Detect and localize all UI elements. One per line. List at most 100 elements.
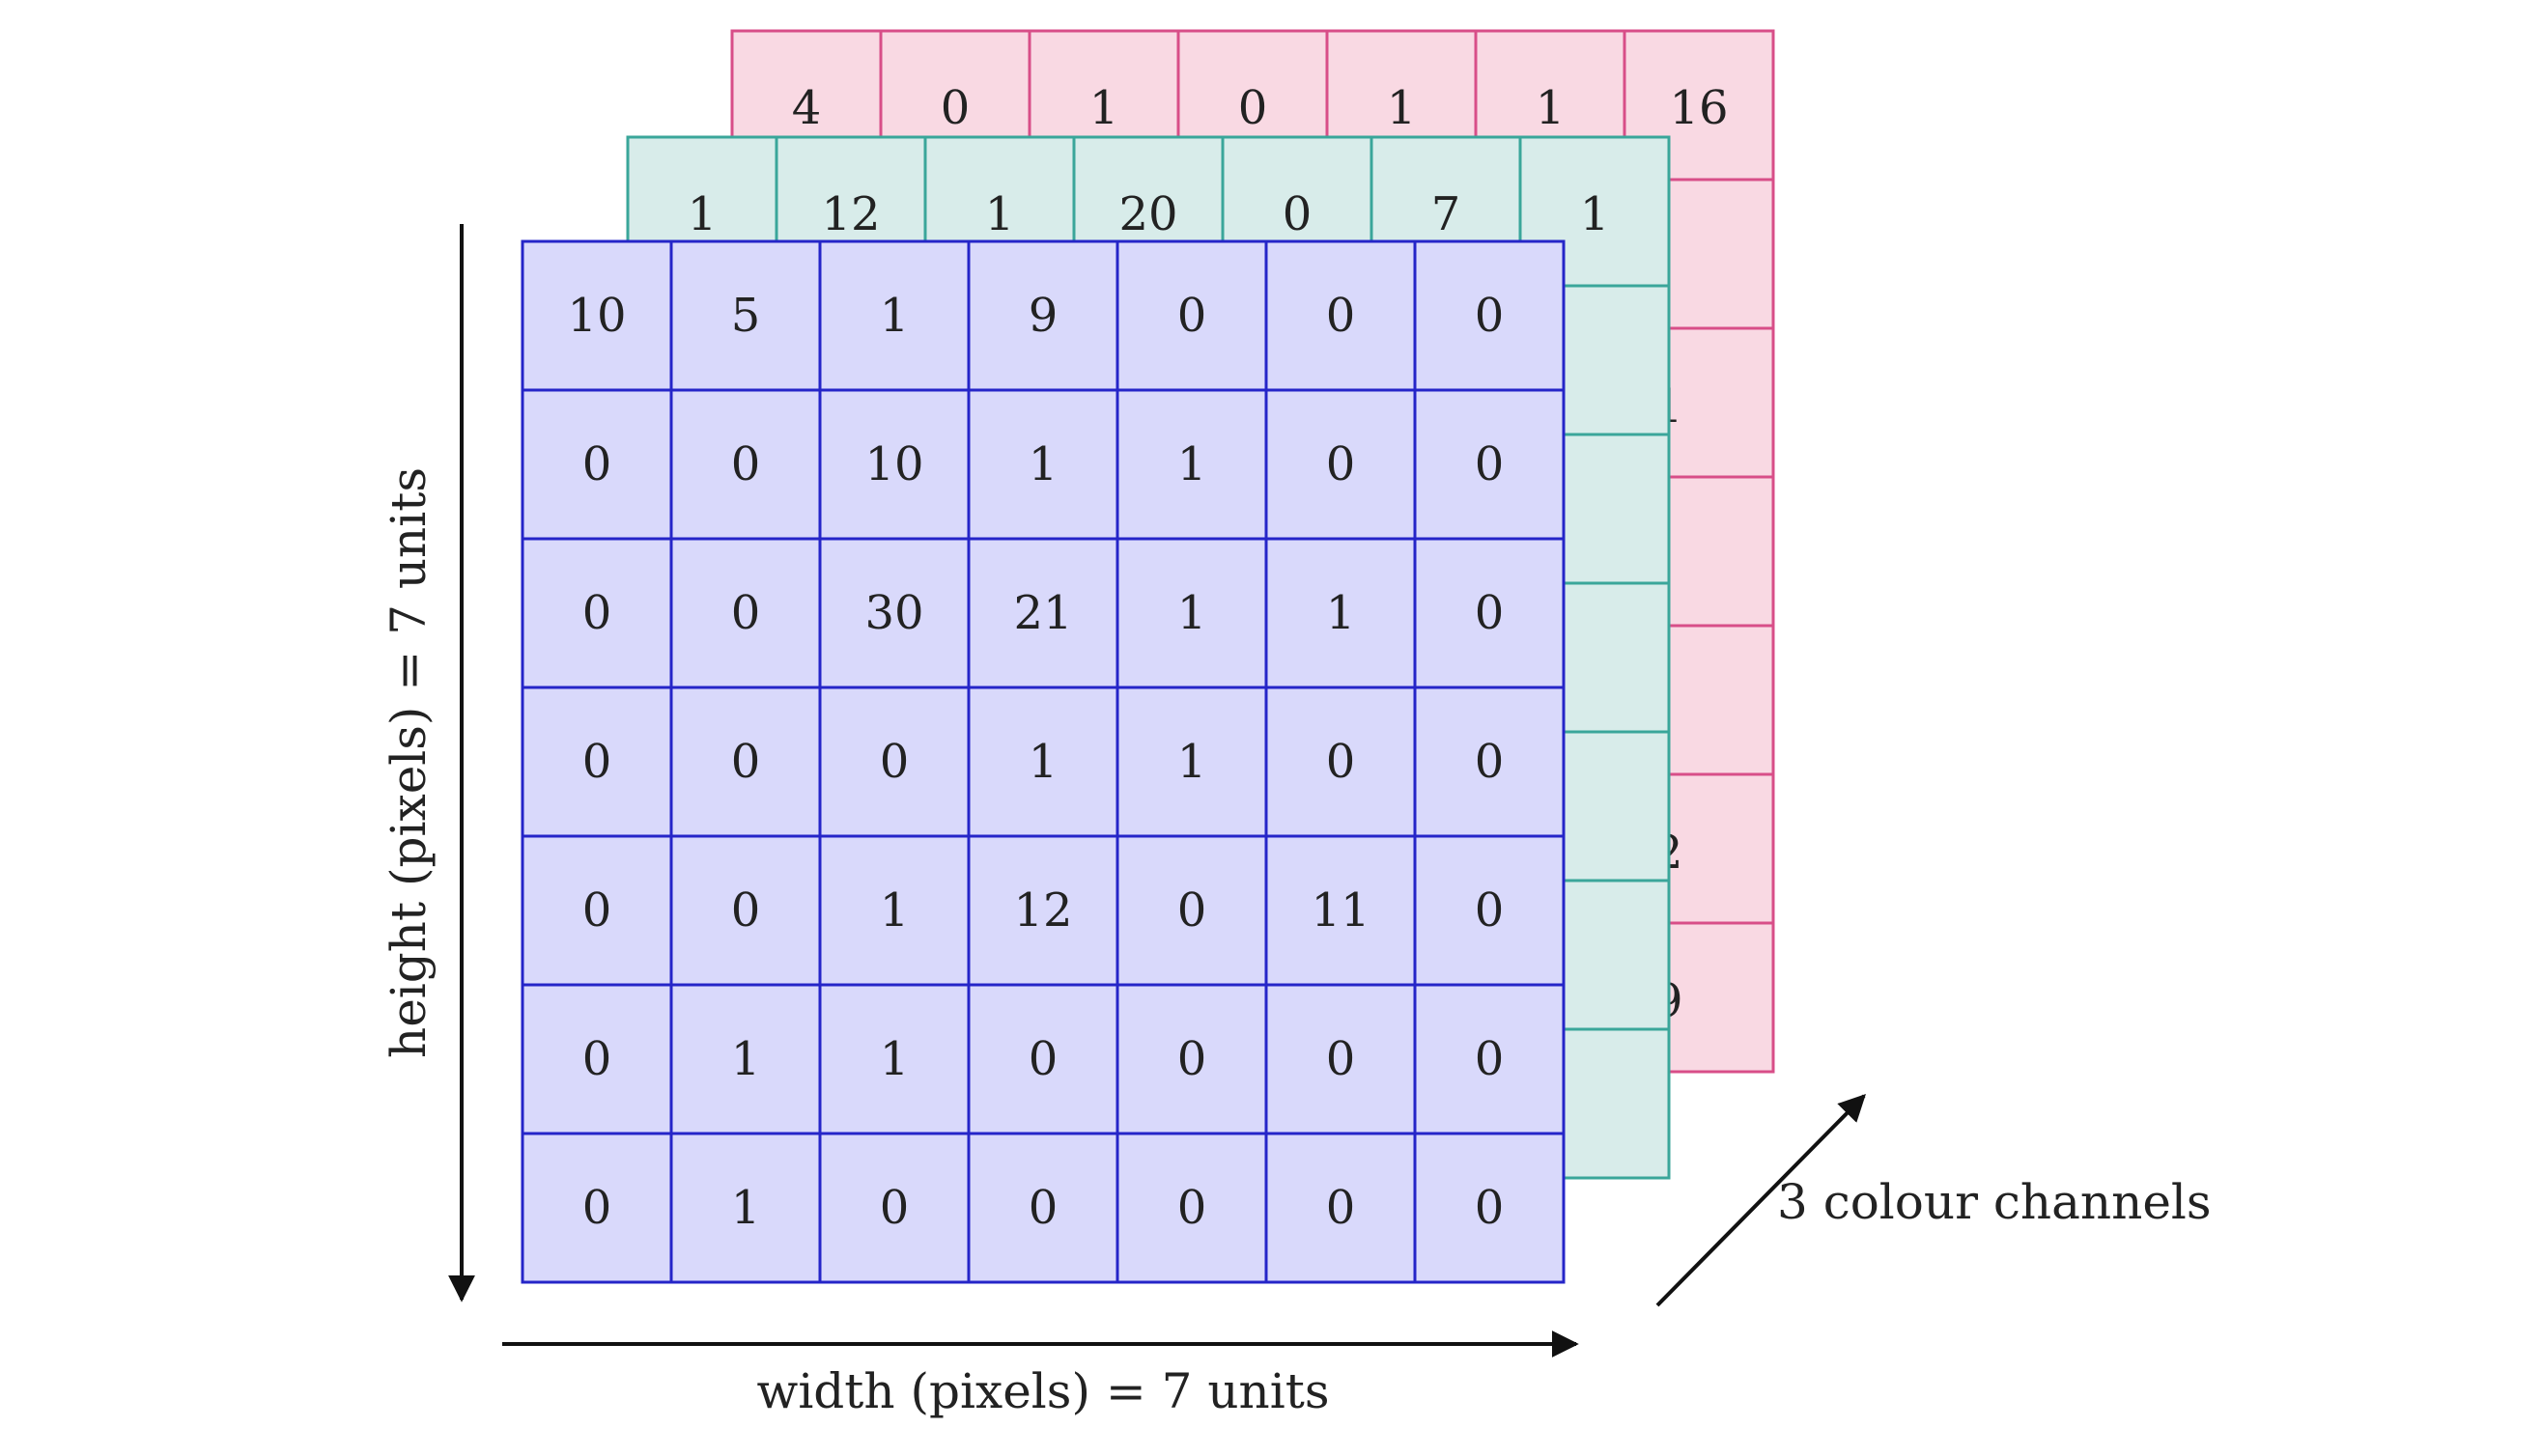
red-top-row-value: 0: [1238, 81, 1268, 135]
blue-cell-value: 0: [1475, 289, 1505, 343]
blue-cell-value: 0: [731, 437, 761, 491]
blue-cell: [1413, 388, 1566, 541]
blue-cell-value: 0: [1475, 735, 1505, 789]
blue-cell: [1413, 834, 1566, 987]
blue-cell: [521, 388, 673, 541]
blue-cell-value: 0: [1475, 883, 1505, 938]
blue-cell-value: 0: [582, 586, 612, 640]
red-top-row-value: 0: [941, 81, 971, 135]
blue-cell: [669, 834, 822, 987]
blue-cell-value: 5: [731, 289, 761, 343]
blue-cell-value: 1: [1029, 437, 1059, 491]
blue-cell: [1116, 686, 1268, 838]
blue-cell-value: 1: [731, 1032, 761, 1086]
blue-cell-value: 0: [582, 735, 612, 789]
blue-cell: [521, 834, 673, 987]
blue-cell-value: 0: [1326, 735, 1356, 789]
blue-cell-value: 0: [731, 586, 761, 640]
blue-cell-value: 0: [1177, 289, 1207, 343]
blue-cell: [521, 983, 673, 1135]
green-top-row-value: 1: [1580, 187, 1610, 241]
blue-cell-value: 0: [1475, 586, 1505, 640]
green-top-row-value: 12: [821, 187, 880, 241]
blue-cell: [967, 239, 1119, 392]
blue-cell-value: 0: [731, 883, 761, 938]
blue-cell-value: 1: [1177, 437, 1207, 491]
blue-cell-value: 0: [1326, 1032, 1356, 1086]
blue-cell-value: 0: [1475, 1032, 1505, 1086]
blue-cell: [1264, 983, 1417, 1135]
blue-cell: [1413, 239, 1566, 392]
blue-cell-value: 1: [880, 1032, 910, 1086]
blue-cell: [1116, 537, 1268, 689]
blue-cell-value: 0: [582, 1181, 612, 1235]
blue-cell-value: 0: [582, 883, 612, 938]
blue-cell: [818, 537, 971, 689]
blue-cell: [967, 834, 1119, 987]
channels-arrow: [1655, 1094, 1866, 1307]
red-top-row-value: 1: [1387, 81, 1417, 135]
blue-cell-value: 0: [582, 1032, 612, 1086]
blue-cell: [669, 239, 822, 392]
blue-cell: [521, 686, 673, 838]
blue-cell: [669, 686, 822, 838]
blue-cell-value: 1: [731, 1181, 761, 1235]
blue-cell-value: 0: [1177, 1032, 1207, 1086]
blue-cell: [1116, 388, 1268, 541]
green-top-row-value: 20: [1118, 187, 1177, 241]
green-top-row-value: 7: [1431, 187, 1461, 241]
red-top-row-value: 1: [1089, 81, 1119, 135]
blue-cell: [1413, 1132, 1566, 1284]
blue-cell: [818, 983, 971, 1135]
blue-cell: [1116, 1132, 1268, 1284]
blue-cell: [1413, 686, 1566, 838]
blue-cell-value: 0: [1326, 289, 1356, 343]
blue-cell-value: 0: [1177, 1181, 1207, 1235]
blue-cell: [521, 239, 673, 392]
blue-cell-value: 0: [1326, 437, 1356, 491]
green-top-row-value: 1: [688, 187, 718, 241]
blue-cell: [1264, 239, 1417, 392]
blue-cell: [1413, 983, 1566, 1135]
green-top-row-value: 0: [1283, 187, 1313, 241]
blue-cell: [1264, 537, 1417, 689]
height-label: height (pixels) = 7 units: [381, 467, 437, 1058]
blue-cell-value: 0: [1475, 437, 1505, 491]
blue-cell-value: 10: [864, 437, 923, 491]
blue-cell-value: 1: [1029, 735, 1059, 789]
blue-cell-value: 0: [582, 437, 612, 491]
red-top-row-value: 1: [1536, 81, 1566, 135]
blue-cell-value: 0: [880, 735, 910, 789]
blue-cell: [1264, 1132, 1417, 1284]
blue-cell-value: 0: [1475, 1181, 1505, 1235]
blue-cell-value: 1: [880, 289, 910, 343]
blue-cell: [1116, 983, 1268, 1135]
blue-cell-value: 1: [880, 883, 910, 938]
blue-cell-value: 10: [567, 289, 626, 343]
blue-cell-value: 30: [864, 586, 923, 640]
blue-cell-value: 0: [1029, 1032, 1059, 1086]
blue-cell-value: 1: [1177, 735, 1207, 789]
blue-cell: [818, 1132, 971, 1284]
channels-label: 3 colour channels: [1777, 1174, 2212, 1230]
blue-cell: [1413, 537, 1566, 689]
blue-cell: [967, 686, 1119, 838]
blue-cell-value: 0: [1326, 1181, 1356, 1235]
blue-cell-value: 21: [1013, 586, 1072, 640]
blue-cell: [818, 834, 971, 987]
blue-cell-value: 0: [731, 735, 761, 789]
blue-cell-value: 0: [880, 1181, 910, 1235]
blue-cell: [669, 983, 822, 1135]
blue-cell-value: 1: [1177, 586, 1207, 640]
blue-cell: [669, 388, 822, 541]
blue-cell-value: 0: [1177, 883, 1207, 938]
width-label: width (pixels) = 7 units: [757, 1363, 1330, 1419]
blue-cell-value: 11: [1311, 883, 1370, 938]
red-top-row-value: 4: [792, 81, 822, 135]
blue-cell: [967, 1132, 1119, 1284]
blue-cell: [1264, 686, 1417, 838]
blue-cell-value: 12: [1013, 883, 1072, 938]
blue-cell-value: 9: [1029, 289, 1059, 343]
